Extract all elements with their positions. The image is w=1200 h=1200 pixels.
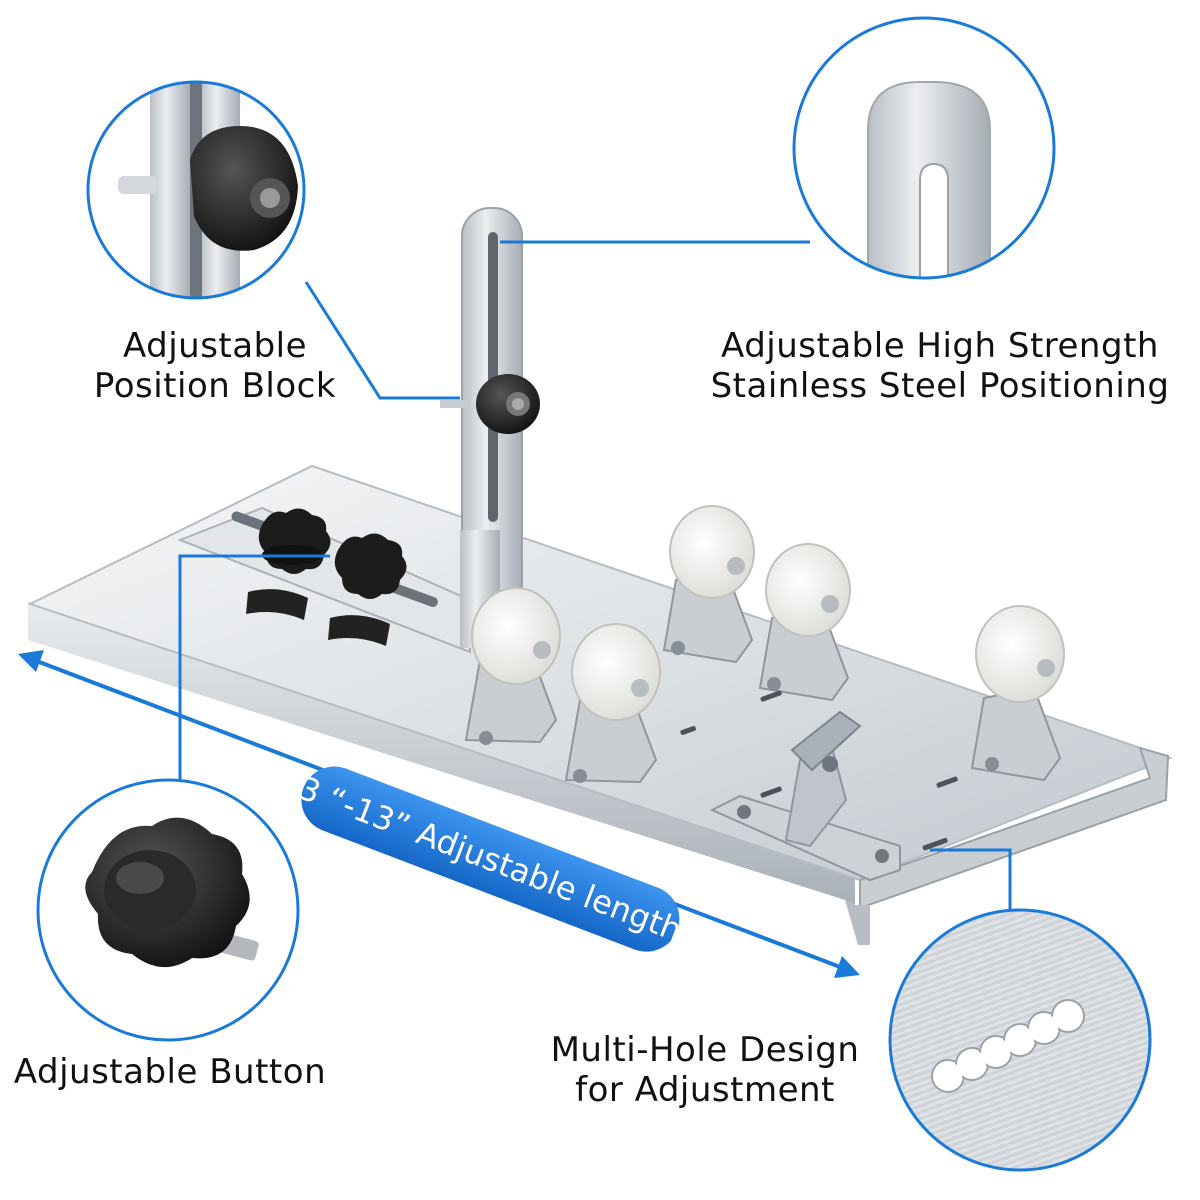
roller-wheel [662,505,755,664]
callout-steel-positioning [500,16,1056,280]
label-position-block: Adjustable Position Block [70,326,360,406]
label-line: Stainless Steel Positioning [710,366,1170,406]
arrow-right-icon [834,956,860,978]
roller-wheel [464,587,561,745]
label-multi-hole: Multi-Hole Design for Adjustment [530,1030,880,1110]
roller-wheel [970,605,1065,782]
label-line: for Adjustment [575,1070,835,1110]
label-steel-positioning: Adjustable High Strength Stainless Steel… [700,326,1180,406]
under-knob [246,589,308,620]
cutter-blade-assembly [709,710,901,882]
base-plate-front-edge [28,600,855,905]
roller-wheel [564,623,661,784]
position-block-knob [440,374,540,434]
callout-multi-hole [888,848,1152,1172]
label-button: Adjustable Button [10,1052,330,1092]
glass-bottle-cutter [27,207,1173,945]
label-line: Adjustable High Strength [721,326,1159,366]
dimension-badge [301,766,680,952]
star-knob-screw-icon [38,780,298,1040]
slotted-steel-bar-icon [794,18,1054,278]
callout-button [36,554,330,1042]
star-knob [334,533,407,599]
multi-hole-slot [680,690,958,851]
label-line: Multi-Hole Design [550,1030,860,1070]
roller-wheel [758,543,851,702]
label-line: Adjustable Button [13,1052,327,1092]
label-line: Adjustable [122,326,308,366]
arrow-left-icon [18,650,44,672]
star-knob [258,508,331,574]
multi-hole-slot-icon [890,910,1150,1170]
under-knob [328,615,390,646]
rubber-stopper-knob-icon [88,82,304,298]
label-line: Position Block [93,366,337,406]
callout-position-block [86,80,460,400]
